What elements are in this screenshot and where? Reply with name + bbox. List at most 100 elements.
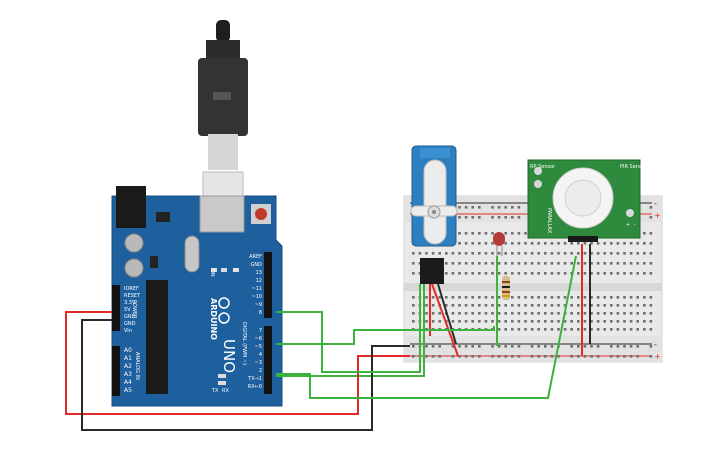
breadboard-hole: [511, 355, 514, 358]
breadboard-hole: [458, 304, 461, 307]
breadboard-hole: [544, 242, 547, 245]
breadboard-hole: [458, 312, 461, 315]
breadboard-hole: [577, 345, 580, 348]
arduino-uno-board[interactable]: ARDUINO UNO POWER ANALOG IN DIGITAL (PWM…: [111, 186, 283, 407]
breadboard-hole: [610, 252, 613, 255]
breadboard-hole: [478, 232, 481, 235]
breadboard-hole: [596, 320, 600, 323]
breadboard-hole: [583, 252, 587, 255]
breadboard-hole: [557, 272, 560, 275]
wire-5v[interactable]: [65, 311, 410, 415]
breadboard-hole: [458, 272, 461, 275]
breadboard-hole: [438, 345, 441, 348]
breadboard-hole: [544, 296, 547, 299]
wire-gnd[interactable]: [81, 319, 410, 431]
breadboard-hole: [478, 320, 481, 323]
wire-pin7[interactable]: [276, 326, 495, 345]
breadboard-hole: [557, 320, 560, 323]
breadboard-hole: [649, 312, 653, 315]
breadboard-hole: [583, 328, 587, 331]
resistor[interactable]: [502, 276, 510, 300]
breadboard-hole: [557, 355, 560, 358]
breadboard-hole: [596, 262, 600, 265]
breadboard-hole: [497, 345, 501, 348]
breadboard-hole: [418, 262, 422, 265]
breadboard-hole: [497, 355, 501, 358]
breadboard-hole: [544, 355, 547, 358]
breadboard-hole: [570, 345, 573, 348]
breadboard-hole: [438, 252, 441, 255]
breadboard-hole: [497, 304, 501, 307]
breadboard-hole: [557, 262, 560, 265]
breadboard-hole: [458, 206, 461, 209]
breadboard-hole: [504, 216, 507, 219]
breadboard-hole: [478, 355, 481, 358]
breadboard-hole: [478, 312, 481, 315]
analog-section-label: ANALOG IN: [134, 352, 140, 380]
breadboard-hole: [511, 328, 514, 331]
breadboard-hole: [583, 320, 587, 323]
wire-pin9[interactable]: [276, 284, 421, 373]
wire-servo-power-rail[interactable]: [431, 283, 459, 357]
breadboard-hole: [570, 252, 573, 255]
breadboard-hole: [649, 252, 653, 255]
breadboard-hole: [616, 312, 620, 315]
analog-pin-label: A2: [124, 363, 132, 370]
power-pin-label: 5V: [124, 307, 131, 313]
breadboard-hole: [636, 312, 639, 315]
breadboard-hole: [616, 355, 620, 358]
breadboard-hole: [484, 262, 488, 265]
breadboard-hole: [570, 296, 573, 299]
red-led[interactable]: [493, 232, 505, 256]
breadboard-hole: [643, 320, 646, 323]
breadboard-hole: [530, 345, 534, 348]
breadboard-hole: [471, 312, 474, 315]
breadboard-hole: [451, 304, 455, 307]
digital-pin-label: AREF: [249, 254, 262, 260]
breadboard-hole: [511, 304, 514, 307]
digital-section-label: DIGITAL (PWM ~): [241, 322, 247, 365]
breadboard-hole: [583, 304, 587, 307]
breadboard-hole: [590, 252, 593, 255]
servo-motor[interactable]: [410, 145, 458, 284]
breadboard-hole: [471, 262, 474, 265]
breadboard-hole: [623, 355, 626, 358]
breadboard-hole: [530, 272, 534, 275]
breadboard-hole: [491, 345, 494, 348]
breadboard-hole: [550, 304, 554, 307]
breadboard-hole: [610, 345, 613, 348]
breadboard-hole: [524, 252, 527, 255]
breadboard-hole: [484, 296, 488, 299]
breadboard-hole: [636, 345, 639, 348]
power-pin-label: RESET: [124, 293, 141, 299]
breadboard-hole: [511, 320, 514, 323]
on-tag: ON: [209, 269, 215, 277]
breadboard-hole: [563, 328, 567, 331]
breadboard-hole: [636, 262, 639, 265]
breadboard-hole: [610, 296, 613, 299]
rail-minus-label: -: [654, 199, 657, 208]
breadboard-hole: [596, 312, 600, 315]
digital-pin-label: ~10: [251, 294, 262, 300]
wire-pin2[interactable]: [276, 255, 577, 399]
rail-plus-label: +: [654, 352, 661, 361]
breadboard-hole: [577, 262, 580, 265]
breadboard-hole: [577, 355, 580, 358]
pir-sensor[interactable]: RP Sensor PIR Sensor PARALLAX + -: [527, 159, 648, 242]
wire-servo-ground[interactable]: [437, 283, 457, 345]
breadboard-hole: [590, 328, 593, 331]
breadboard-hole: [491, 320, 494, 323]
breadboard-hole: [504, 206, 507, 209]
wire-servo-signal[interactable]: [276, 284, 425, 377]
breadboard-hole: [431, 252, 435, 255]
breadboard-hole: [504, 232, 507, 235]
breadboard-hole: [464, 272, 468, 275]
breadboard-hole: [563, 304, 567, 307]
analog-pin-label: A4: [124, 379, 132, 386]
breadboard-hole: [517, 320, 521, 323]
breadboard-hole: [484, 320, 488, 323]
digital-pin-label: ~11: [251, 286, 262, 292]
breadboard-hole: [458, 345, 461, 348]
breadboard-hole: [445, 304, 448, 307]
breadboard-hole: [577, 304, 580, 307]
